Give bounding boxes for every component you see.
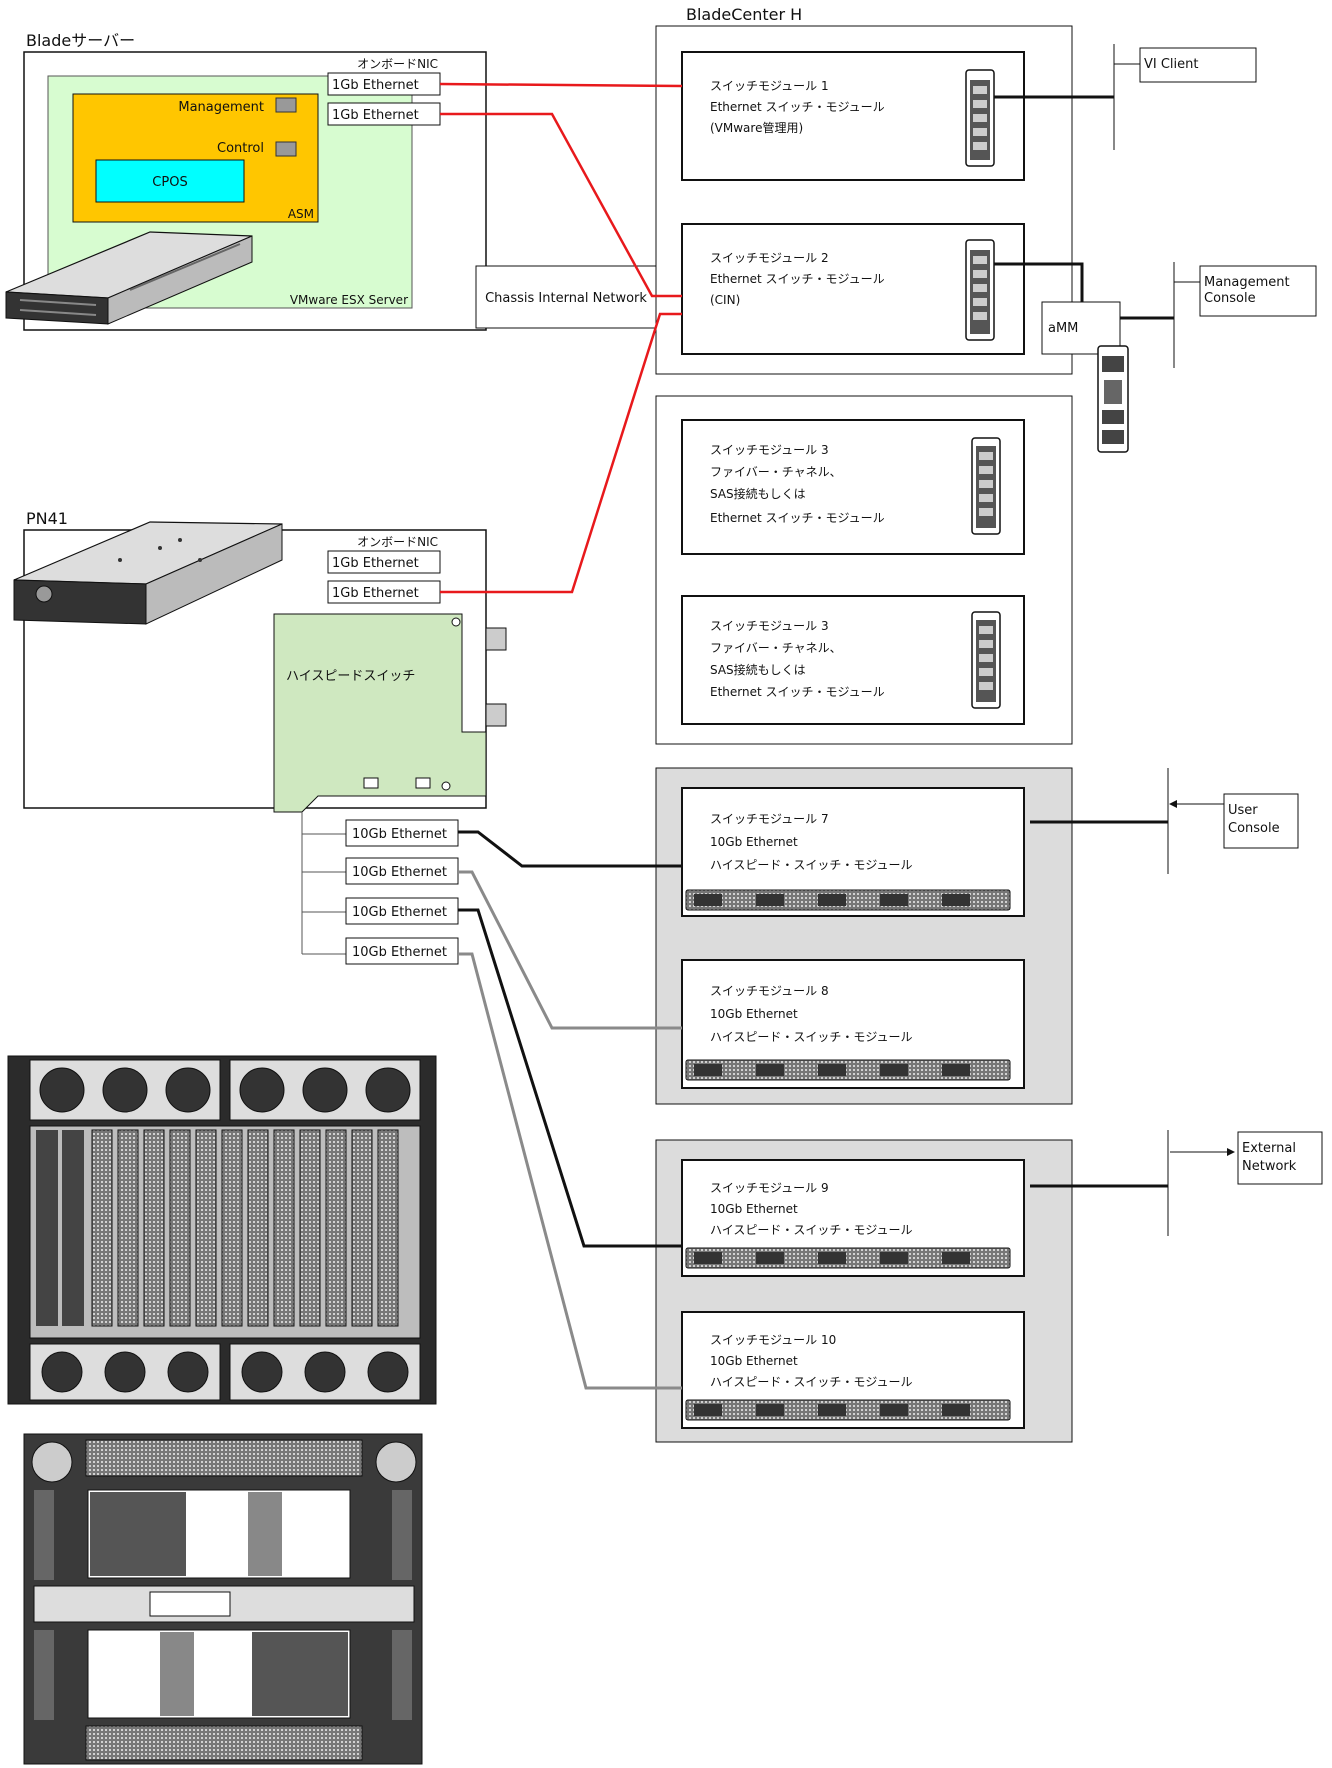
module-10-port-strip-icon (685, 1399, 1011, 1421)
module-3b-port-icon (971, 611, 1001, 709)
management-console-label-2: Console (1204, 291, 1256, 306)
highspeed-switch-label: ハイスピードスイッチ (286, 669, 415, 684)
user-console-box (1223, 793, 1299, 849)
module-9-line-2: 10Gb Ethernet (710, 1202, 798, 1216)
cpos-box (95, 159, 245, 203)
management-port-icon (275, 97, 297, 113)
bladecenter-front-chassis-icon (7, 1055, 437, 1405)
card-led-icon (415, 777, 431, 789)
module-8-line-2: 10Gb Ethernet (710, 1007, 798, 1021)
vi-client-label: VI Client (1144, 57, 1199, 72)
module-7-line-1: スイッチモジュール 7 (710, 812, 829, 826)
pn41-port-3-label: 10Gb Ethernet (352, 905, 447, 920)
bladecenter-rear-chassis-icon (23, 1433, 423, 1765)
management-label: Management (178, 100, 264, 115)
pn41-nic2-label: 1Gb Ethernet (332, 586, 419, 601)
pn41-hardware-icon (13, 521, 283, 625)
vi-client-box (1139, 47, 1257, 83)
vmware-esx-label: VMware ESX Server (290, 293, 408, 307)
asm-label: ASM (288, 207, 314, 221)
amm-hardware-icon (1097, 345, 1129, 453)
module-10-line-1: スイッチモジュール 10 (710, 1333, 836, 1347)
module-3b-line-3: SAS接続もしくは (710, 662, 806, 677)
module-1-line-1: スイッチモジュール 1 (710, 79, 829, 93)
pn41-port-4-box (345, 937, 459, 965)
external-network-label-1: External (1242, 1141, 1296, 1156)
blade-nic2-label: 1Gb Ethernet (332, 108, 419, 123)
module-9-port-strip-icon (685, 1247, 1011, 1269)
module-3a-line-4: Ethernet スイッチ・モジュール (710, 511, 885, 525)
pn41-onboard-nic-label: オンボードNIC (357, 535, 438, 549)
module-8-port-strip-icon (685, 1059, 1011, 1081)
port-tree-lines (301, 812, 346, 955)
bladecenter-title: BladeCenter H (686, 5, 802, 24)
module-2-line-1: スイッチモジュール 2 (710, 251, 829, 265)
pn41-port-2-box (345, 857, 459, 885)
module-2-port-icon (965, 239, 995, 341)
user-console-label-1: User (1228, 803, 1258, 818)
control-port-icon (275, 141, 297, 157)
blade-nic1-label: 1Gb Ethernet (332, 78, 419, 93)
amm-label: aMM (1048, 321, 1078, 336)
external-network-box (1237, 1131, 1323, 1185)
switch-module-3b (681, 595, 1025, 725)
module-9-line-3: ハイスピード・スイッチ・モジュール (710, 1223, 913, 1237)
management-console-box (1199, 265, 1317, 317)
module-7-line-3: ハイスピード・スイッチ・モジュール (710, 858, 913, 872)
module-8-line-3: ハイスピード・スイッチ・モジュール (710, 1030, 913, 1044)
management-console-label-1: Management (1204, 275, 1290, 290)
black-links (458, 95, 1174, 1248)
module-1-line-3: (VMware管理用) (710, 120, 803, 135)
cpos-label: CPOS (152, 175, 187, 190)
module-7-port-strip-icon (685, 889, 1011, 911)
pn41-nic1-box (327, 550, 441, 574)
blade-onboard-nic-label: オンボードNIC (357, 57, 438, 71)
module-8-line-1: スイッチモジュール 8 (710, 984, 829, 998)
pn41-title: PN41 (26, 509, 68, 528)
module-3b-line-1: スイッチモジュール 3 (710, 619, 829, 633)
blade-server-title: Bladeサーバー (26, 31, 135, 50)
module-1-line-2: Ethernet スイッチ・モジュール (710, 100, 885, 114)
module-3a-line-2: ファイバー・チャネル、 (710, 465, 842, 479)
user-console-label-2: Console (1228, 821, 1280, 836)
card-connector-bottom-icon (485, 703, 507, 727)
module-1-port-icon (965, 69, 995, 167)
pn41-port-1-label: 10Gb Ethernet (352, 827, 447, 842)
module-7-line-2: 10Gb Ethernet (710, 835, 798, 849)
pn41-port-1-box (345, 819, 459, 847)
module-2-line-3: (CIN) (710, 293, 740, 307)
module-2-line-2: Ethernet スイッチ・モジュール (710, 272, 885, 286)
module-3a-line-1: スイッチモジュール 3 (710, 443, 829, 457)
pn41-nic1-label: 1Gb Ethernet (332, 556, 419, 571)
card-led-icon (363, 777, 379, 789)
pn41-port-2-label: 10Gb Ethernet (352, 865, 447, 880)
pn41-port-4-label: 10Gb Ethernet (352, 945, 447, 960)
pn41-port-3-box (345, 897, 459, 925)
switch-module-3a (681, 419, 1025, 555)
module-3a-line-3: SAS接続もしくは (710, 486, 806, 501)
card-connector-top-icon (485, 627, 507, 651)
red-links (439, 82, 683, 594)
highspeed-switch-card (273, 613, 487, 813)
card-hole-icon (441, 781, 451, 791)
module-9-line-1: スイッチモジュール 9 (710, 1181, 829, 1195)
module-3b-line-4: Ethernet スイッチ・モジュール (710, 685, 885, 699)
module-10-line-2: 10Gb Ethernet (710, 1354, 798, 1368)
module-3b-line-2: ファイバー・チャネル、 (710, 641, 842, 655)
card-hole-icon (451, 617, 461, 627)
chassis-internal-network-label: Chassis Internal Network (485, 291, 647, 306)
external-network-label-2: Network (1242, 1159, 1297, 1174)
control-label: Control (217, 141, 264, 156)
blade-server-hardware-icon (5, 231, 253, 325)
module-3a-port-icon (971, 437, 1001, 535)
module-10-line-3: ハイスピード・スイッチ・モジュール (710, 1375, 913, 1389)
gray-links (458, 870, 682, 1390)
